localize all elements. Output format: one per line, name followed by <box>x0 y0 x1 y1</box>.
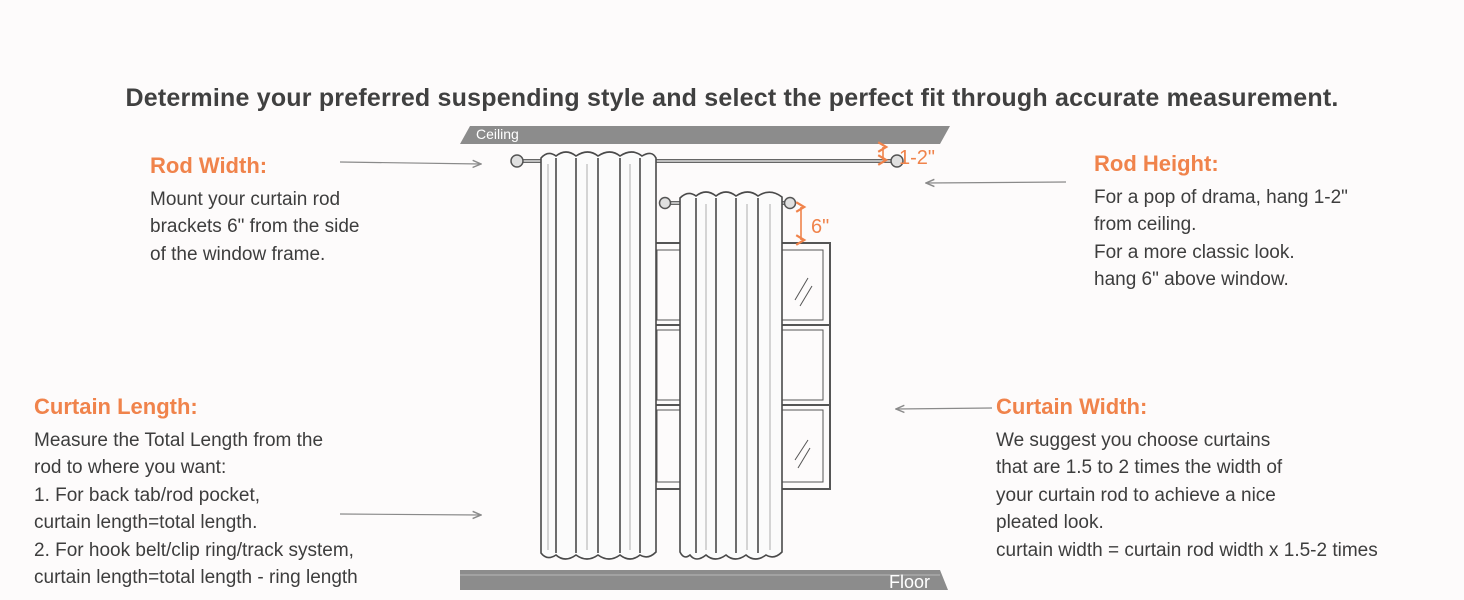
rod-width-arrow <box>339 162 481 164</box>
window-gap-label: 6" <box>811 216 829 238</box>
rod-height-arrow <box>926 182 1067 183</box>
curtain-width-text: We suggest you choose curtains that are … <box>996 430 1378 561</box>
short-curtain-panel <box>679 191 783 560</box>
floor-bar <box>460 570 948 590</box>
top-gap-label: 1-2" <box>899 147 935 169</box>
curtain-width-arrow <box>896 408 993 409</box>
curtain-width-section: Curtain Width: We suggest you choose cur… <box>996 393 1464 564</box>
page-headline: Determine your preferred suspending styl… <box>125 84 1339 112</box>
curtain-width-title: Curtain Width: <box>996 394 1148 419</box>
rod-width-section: Rod Width: Mount your curtain rod bracke… <box>150 152 450 268</box>
curtain-length-section: Curtain Length: Measure the Total Length… <box>34 393 454 591</box>
curtain-length-text: Measure the Total Length from the rod to… <box>34 430 358 589</box>
ceiling-label: Ceiling <box>476 126 519 142</box>
long-curtain-panel <box>540 151 657 560</box>
ceiling-bar <box>460 126 950 144</box>
curtain-length-title: Curtain Length: <box>34 394 198 419</box>
rod-height-title: Rod Height: <box>1094 151 1219 176</box>
rod-width-title: Rod Width: <box>150 153 268 178</box>
curtain-length-arrow <box>339 514 481 515</box>
floor-label: Floor <box>889 572 930 592</box>
rod-height-text: For a pop of drama, hang 1-2" from ceili… <box>1094 187 1348 291</box>
rod-width-text: Mount your curtain rod brackets 6" from … <box>150 189 360 265</box>
rod-height-section: Rod Height: For a pop of drama, hang 1-2… <box>1094 150 1434 294</box>
